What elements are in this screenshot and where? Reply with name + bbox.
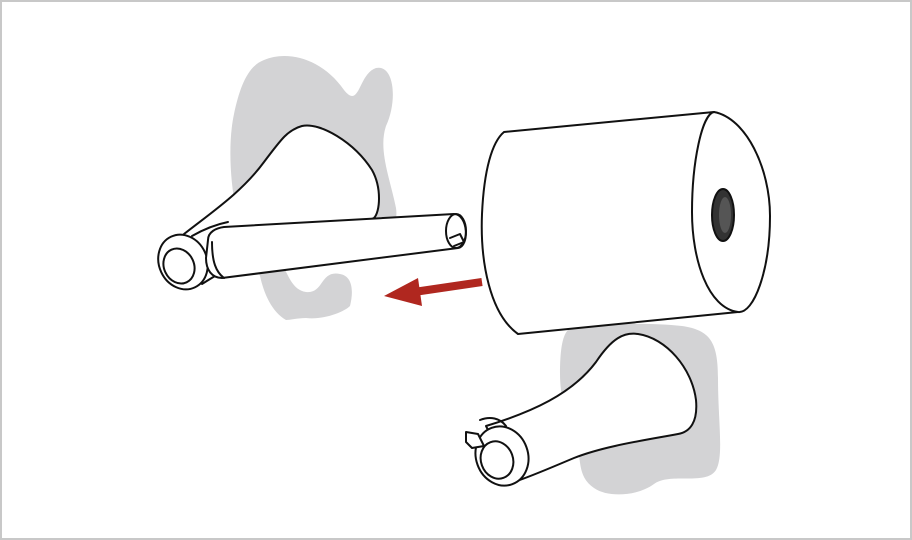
arrow-left-icon <box>384 278 482 306</box>
